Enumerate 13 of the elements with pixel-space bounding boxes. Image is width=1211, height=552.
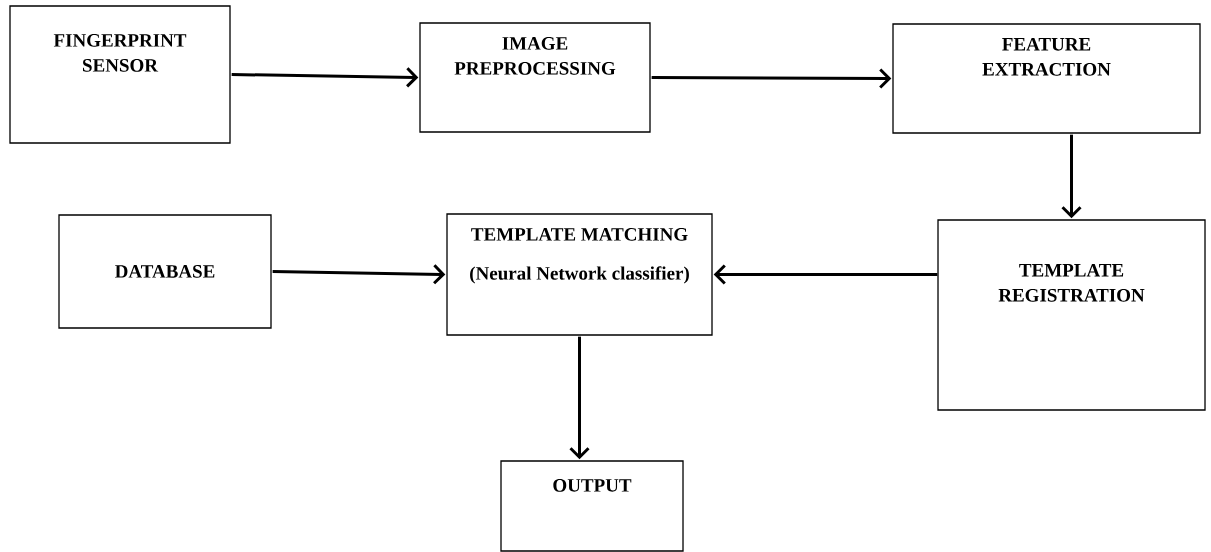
- arrow: [713, 264, 938, 285]
- arrow: [231, 67, 419, 88]
- process-box: FEATURE EXTRACTION: [892, 23, 1201, 134]
- arrow: [1061, 134, 1082, 219]
- process-box: TEMPLATE MATCHING (Neural Network classifier): [446, 213, 713, 336]
- process-box: FINGERPRINT SENSOR: [9, 5, 231, 144]
- process-box: TEMPLATE REGISTRATION: [937, 219, 1206, 411]
- process-box: OUTPUT: [500, 460, 684, 552]
- process-box: DATABASE: [58, 214, 272, 329]
- arrow: [272, 264, 446, 285]
- process-box: IMAGE PREPROCESSING: [419, 22, 651, 133]
- arrow: [651, 68, 892, 89]
- arrow: [569, 336, 590, 460]
